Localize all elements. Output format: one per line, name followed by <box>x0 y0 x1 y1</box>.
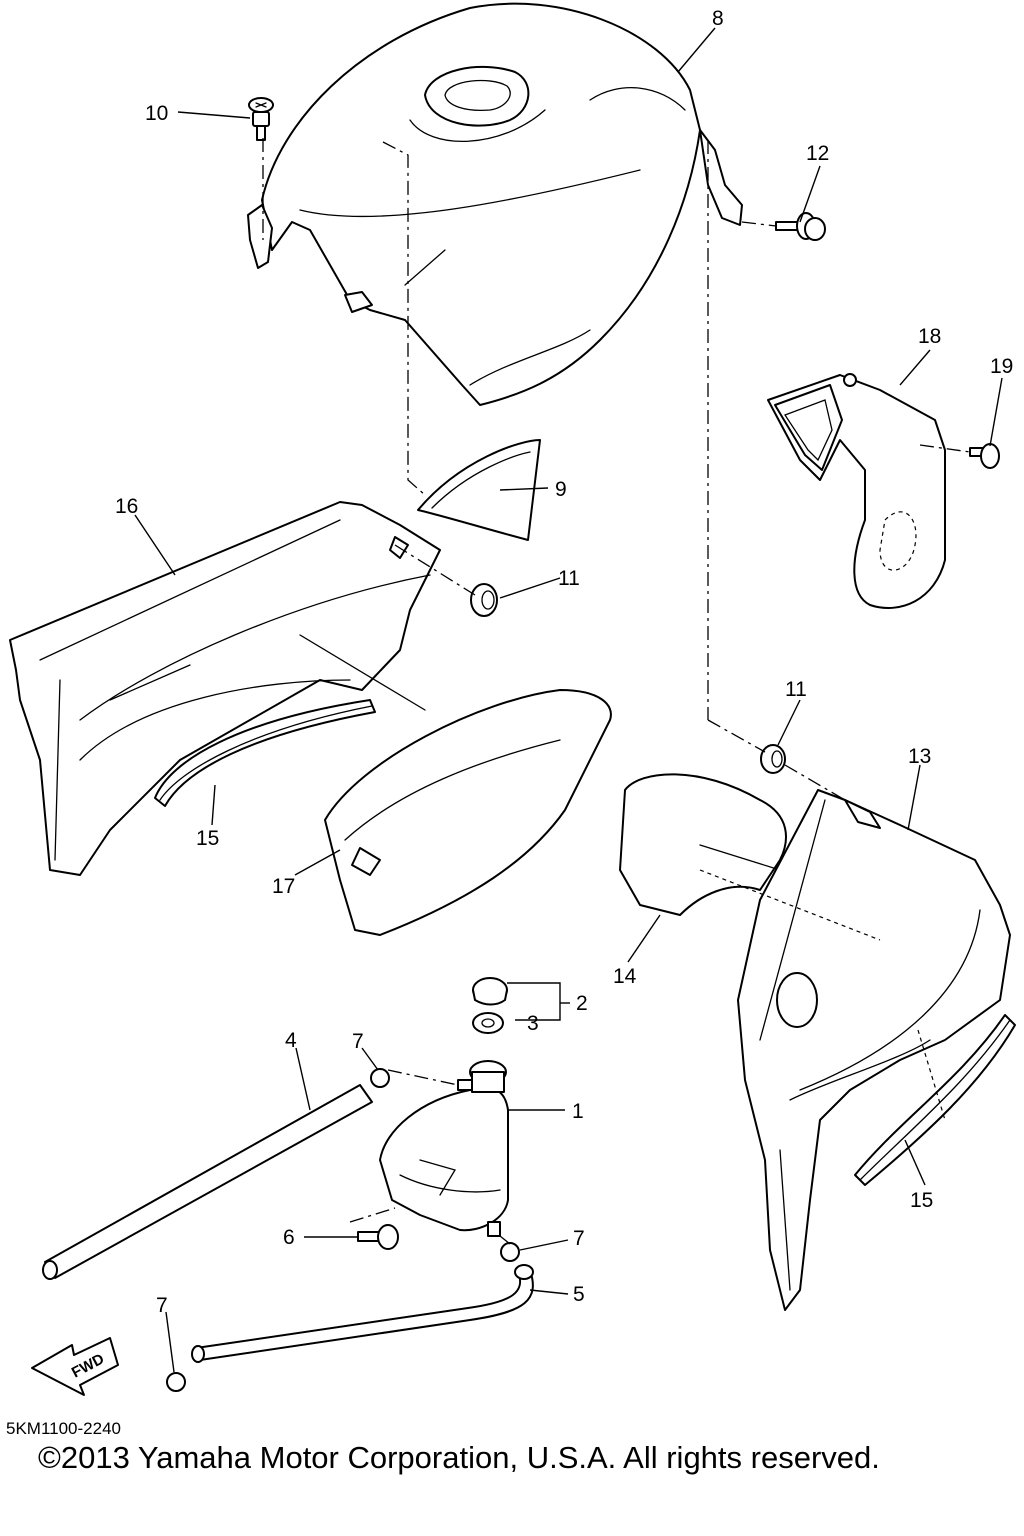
part-19-bolt <box>969 443 1000 469</box>
part-15-strip-right <box>854 1014 1016 1186</box>
callout-9: 9 <box>555 478 567 501</box>
callout-14: 14 <box>613 965 637 988</box>
part-5-hose <box>191 1264 534 1363</box>
part-18-air-duct <box>767 373 946 609</box>
part-3-washer <box>472 1012 504 1034</box>
part-7-clips <box>166 1068 520 1392</box>
part-6-bolt <box>357 1224 399 1250</box>
part-4-hose <box>42 1084 373 1280</box>
callout-2: 2 <box>576 992 588 1015</box>
callouts: 10 8 12 18 19 9 16 11 11 13 15 17 14 2 3… <box>115 7 1013 1317</box>
fwd-arrow-icon: FWD <box>31 1337 119 1396</box>
part-2-cap <box>472 977 508 1006</box>
part-14-panel <box>619 773 787 916</box>
callout-15-right: 15 <box>910 1189 933 1212</box>
part-1-reservoir-tank <box>379 1060 509 1237</box>
part-11-grommet-right <box>760 744 786 774</box>
callout-15-left: 15 <box>196 827 219 850</box>
callout-1: 1 <box>572 1100 584 1123</box>
part-15-strip-left <box>154 699 376 807</box>
callout-4: 4 <box>285 1029 297 1052</box>
part-9-pad <box>417 439 541 541</box>
callout-6: 6 <box>283 1226 295 1249</box>
callout-5: 5 <box>573 1283 585 1306</box>
part-12-bolt <box>775 212 826 241</box>
part-13-right-side-cover <box>737 789 1011 1311</box>
copyright-notice: ©2013 Yamaha Motor Corporation, U.S.A. A… <box>38 1440 880 1475</box>
part-17-panel <box>324 689 612 936</box>
callout-18: 18 <box>918 325 941 348</box>
callout-8: 8 <box>712 7 724 30</box>
callout-17: 17 <box>272 875 295 898</box>
callout-7-bottom: 7 <box>156 1294 168 1317</box>
part-16-left-side-cover <box>9 501 441 876</box>
diagram-code: 5KM1100-2240 <box>6 1419 121 1438</box>
part-11-grommet-left <box>470 583 498 617</box>
part-8-tank-cover <box>247 2 743 406</box>
callout-12: 12 <box>806 142 829 165</box>
callout-16: 16 <box>115 495 138 518</box>
callout-11-left: 11 <box>558 567 580 590</box>
callout-7-mid: 7 <box>573 1227 585 1250</box>
callout-13: 13 <box>908 745 931 768</box>
assembly-lines <box>262 138 971 1245</box>
callout-7-top: 7 <box>352 1030 364 1053</box>
callout-10: 10 <box>145 102 168 125</box>
part-10-screw <box>248 97 274 141</box>
callout-11-right: 11 <box>785 678 807 701</box>
callout-3: 3 <box>527 1012 539 1035</box>
leader-lines <box>134 27 1003 1373</box>
callout-19: 19 <box>990 355 1013 378</box>
